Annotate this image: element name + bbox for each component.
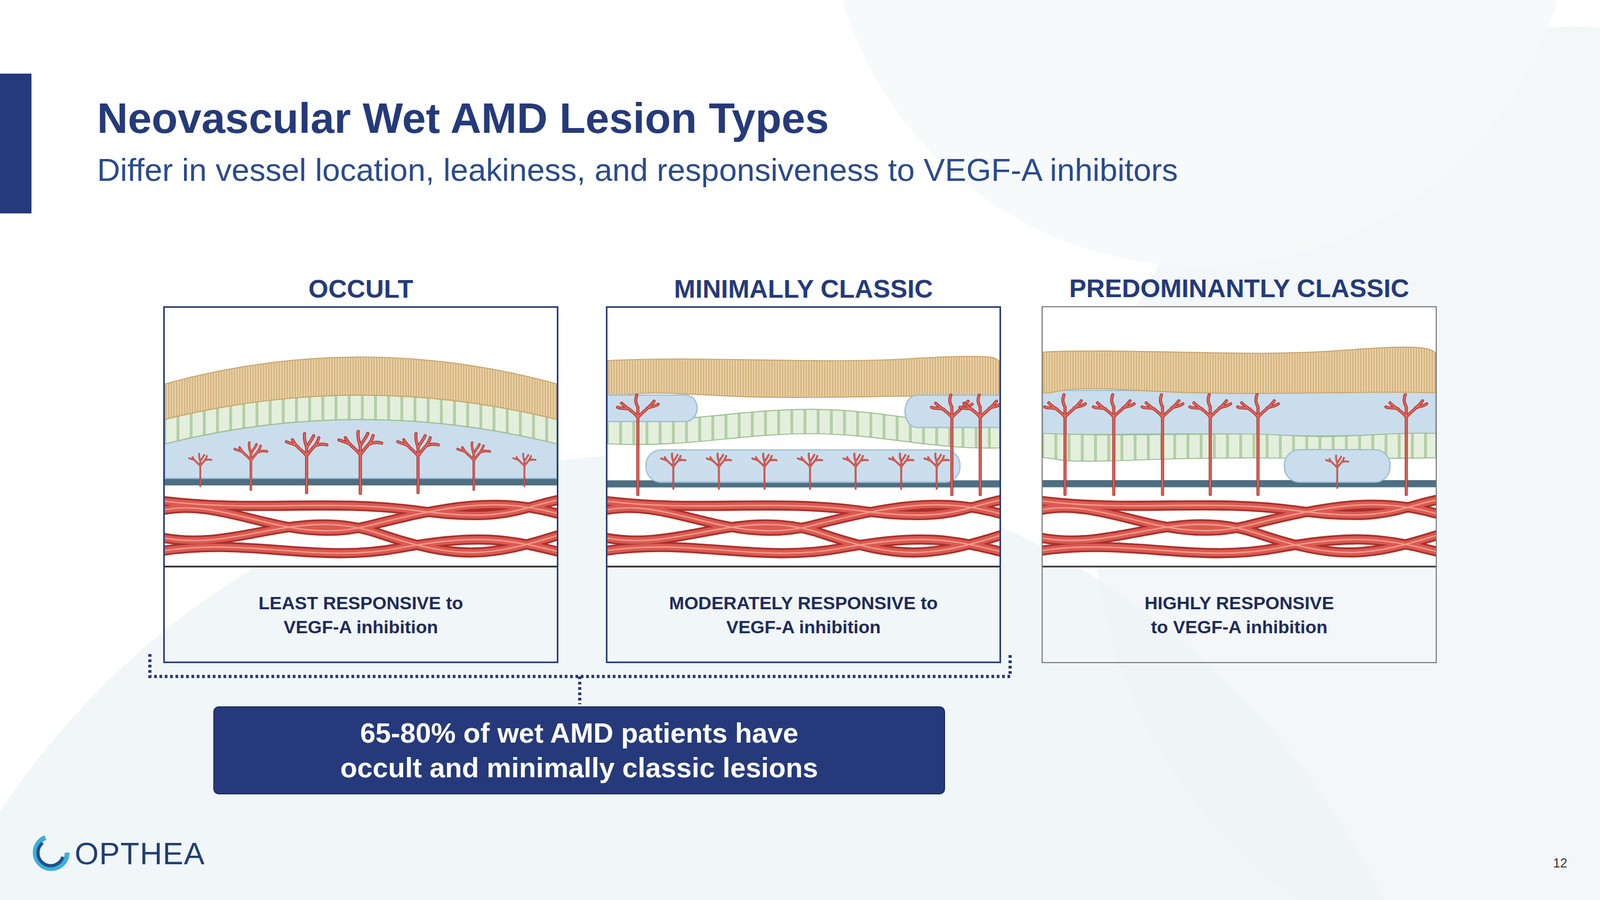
panel-heading: MINIMALLY CLASSIC (564, 274, 1043, 304)
lesion-panel: OCCULTLEAST RESPONSIVE to VEGF-A inhibit… (163, 306, 559, 663)
fluid-pocket (1042, 386, 1436, 436)
choroid-vessels (1037, 498, 1444, 554)
divider-line (163, 565, 559, 568)
panel-caption-area: MODERATELY RESPONSIVE to VEGF-A inhibiti… (607, 568, 1000, 662)
photoreceptor-layer (164, 356, 557, 420)
panel-heading: OCCULT (122, 274, 600, 304)
divider-line (605, 565, 1002, 568)
accent-bar (0, 73, 32, 214)
slide-title: Neovascular Wet AMD Lesion Types (97, 93, 829, 143)
response-text: LEAST RESPONSIVE to VEGF-A inhibition (243, 590, 479, 638)
logo-mark (35, 836, 68, 869)
choroid-vessels (602, 498, 1008, 554)
callout-box: 65-80% of wet AMD patients have occult a… (213, 706, 946, 795)
panel-caption-area: HIGHLY RESPONSIVE to VEGF-A inhibition (1042, 567, 1436, 662)
fluid-pocket (645, 449, 960, 483)
panel-caption-area: LEAST RESPONSIVE to VEGF-A inhibition (164, 568, 557, 662)
lesion-panel: MINIMALLY CLASSICMODERATELY RESPONSIVE t… (605, 306, 1002, 663)
background-swoosh (826, 0, 1574, 267)
neovessels (617, 395, 1001, 495)
retina-illustration (160, 307, 566, 567)
choroid-vessels (160, 498, 566, 554)
response-text: MODERATELY RESPONSIVE to VEGF-A inhibiti… (651, 590, 956, 638)
retina-illustration (602, 307, 1008, 567)
logo-wordmark: OPTHEA (74, 835, 206, 871)
neovessels (1044, 394, 1427, 495)
neovessels (189, 431, 536, 494)
response-text: HIGHLY RESPONSIVE to VEGF-A inhibition (1138, 590, 1341, 638)
slide-subtitle: Differ in vessel location, leakiness, an… (97, 151, 1179, 189)
divider-line (1041, 565, 1437, 568)
photoreceptor-layer (607, 356, 1000, 398)
panel-heading: PREDOMINANTLY CLASSIC (1000, 273, 1479, 303)
photoreceptor-layer (1042, 347, 1436, 394)
page-number: 12 (1553, 855, 1568, 871)
retina-illustration (1037, 307, 1444, 567)
lesion-panel: PREDOMINANTLY CLASSICHIGHLY RESPONSIVE t… (1041, 306, 1437, 663)
callout-text: 65-80% of wet AMD patients have occult a… (339, 715, 820, 786)
